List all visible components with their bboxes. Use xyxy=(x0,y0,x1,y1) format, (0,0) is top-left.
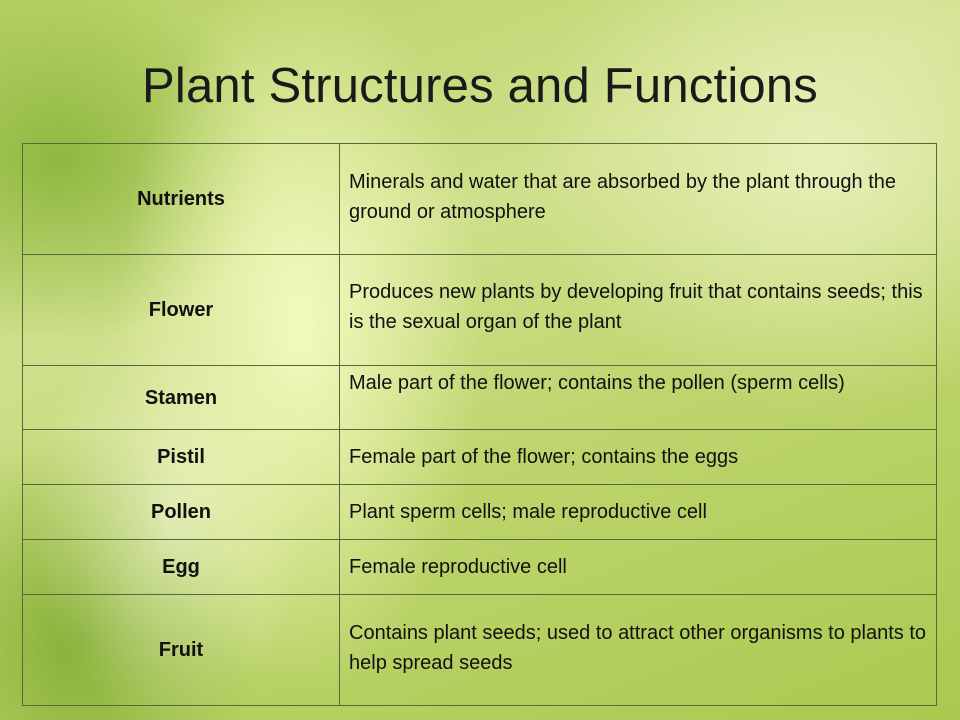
definition-cell: Produces new plants by developing fruit … xyxy=(339,254,937,366)
table-row: Fruit Contains plant seeds; used to attr… xyxy=(22,594,937,706)
definition-text: Male part of the flower; contains the po… xyxy=(349,372,845,394)
term-cell: Egg xyxy=(22,539,340,595)
definition-cell: Female reproductive cell xyxy=(339,539,937,595)
definition-cell: Minerals and water that are absorbed by … xyxy=(339,143,937,255)
term-cell: Fruit xyxy=(22,594,340,706)
definition-text: Contains plant seeds; used to attract ot… xyxy=(349,622,926,674)
term-cell: Flower xyxy=(22,254,340,366)
term-cell: Pollen xyxy=(22,484,340,540)
definition-text: Produces new plants by developing fruit … xyxy=(349,281,923,333)
table-row: Pistil Female part of the flower; contai… xyxy=(22,429,937,485)
term-cell: Stamen xyxy=(22,365,340,430)
table-row: Nutrients Minerals and water that are ab… xyxy=(22,143,937,255)
term-cell: Pistil xyxy=(22,429,340,485)
definition-cell: Plant sperm cells; male reproductive cel… xyxy=(339,484,937,540)
table-row: Egg Female reproductive cell xyxy=(22,539,937,595)
definition-cell: Contains plant seeds; used to attract ot… xyxy=(339,594,937,706)
table-row: Flower Produces new plants by developing… xyxy=(22,254,937,366)
structures-table: Nutrients Minerals and water that are ab… xyxy=(22,143,937,706)
page-title: Plant Structures and Functions xyxy=(141,59,819,113)
table-row: Stamen Male part of the flower; contains… xyxy=(22,365,937,430)
definition-cell: Male part of the flower; contains the po… xyxy=(339,365,937,430)
definition-cell: Female part of the flower; contains the … xyxy=(339,429,937,485)
table-row: Pollen Plant sperm cells; male reproduct… xyxy=(22,484,937,540)
definition-text: Minerals and water that are absorbed by … xyxy=(349,171,897,223)
term-cell: Nutrients xyxy=(22,143,340,255)
